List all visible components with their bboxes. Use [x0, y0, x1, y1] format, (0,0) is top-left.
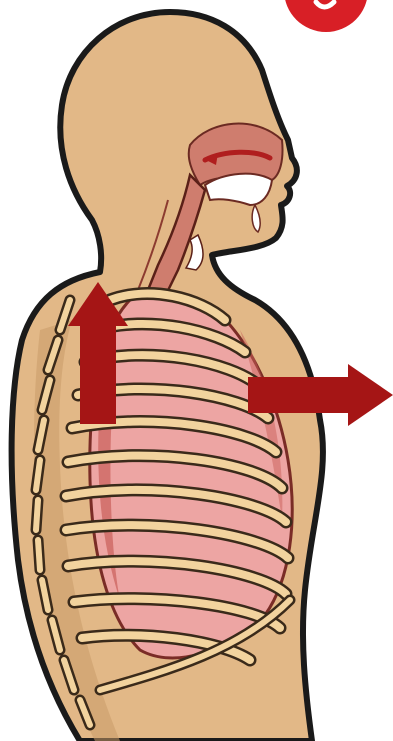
badge-icon — [284, 0, 368, 32]
